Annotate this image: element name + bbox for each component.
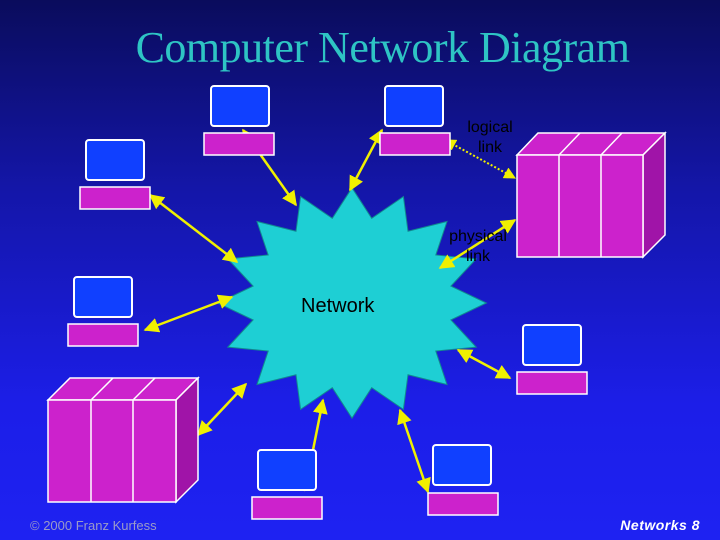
physical-link-left-computer (148, 194, 239, 263)
computer-base (427, 492, 499, 516)
physical-link-label: physical link (449, 228, 507, 265)
computer-top-left (203, 85, 275, 156)
physical-link-right-server (438, 218, 517, 270)
physical-link-top-right-computer (348, 128, 384, 192)
network-label: Network (301, 295, 375, 317)
copyright-footer: © 2000 Franz Kurfess (30, 518, 157, 533)
monitor (432, 444, 492, 486)
slide-footer: Networks 8 (620, 517, 700, 533)
monitor (522, 324, 582, 366)
server-top-face (515, 132, 667, 156)
logical-link (443, 139, 517, 179)
server-right (515, 131, 667, 259)
server-side-face (175, 376, 199, 504)
physical-link-left-server (196, 382, 248, 437)
computer-base (516, 371, 588, 395)
server-left (46, 376, 200, 504)
server-side-face (642, 131, 666, 259)
physical-link-right-computer (456, 348, 512, 380)
monitor (210, 85, 270, 127)
computer-top-right (379, 85, 451, 156)
computer-base (251, 496, 323, 520)
computer-base (79, 186, 151, 210)
computer-base (203, 132, 275, 156)
computer-bottom-left (251, 449, 323, 520)
server-top-face (46, 377, 200, 401)
computer-base (379, 132, 451, 156)
monitor (85, 139, 145, 181)
server-front-face (47, 399, 177, 503)
computer-mid-left (67, 276, 139, 347)
physical-link-bottom-right-computer (397, 408, 431, 494)
monitor (73, 276, 133, 318)
computer-base (67, 323, 139, 347)
physical-link-mid-left-computer (143, 294, 234, 333)
logical-link-label: logical link (467, 119, 513, 156)
monitor (257, 449, 317, 491)
server-front-face (516, 154, 644, 258)
computer-right (516, 324, 588, 395)
monitor (384, 85, 444, 127)
computer-bottom-right (427, 444, 499, 516)
computer-left (79, 139, 151, 210)
slide-title: Computer Network Diagram (135, 23, 630, 72)
